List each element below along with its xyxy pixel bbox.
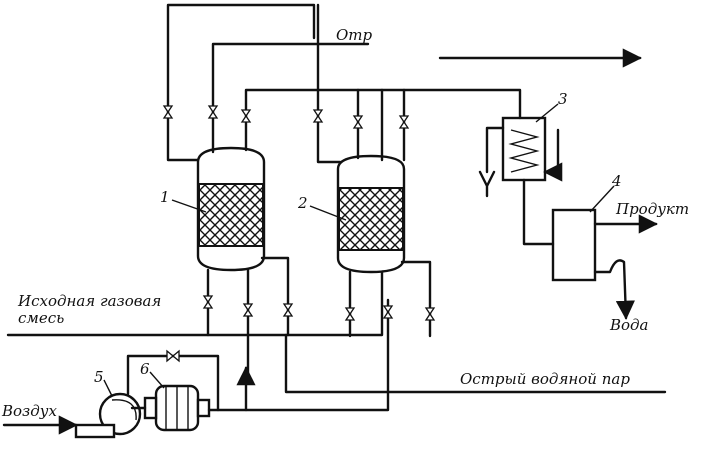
- valve-icon: [166, 349, 180, 363]
- number-4: 4: [611, 172, 622, 190]
- valve-icon: [240, 109, 252, 123]
- adsorbent-bed-1: [198, 183, 264, 247]
- label-otr: Отр: [336, 26, 373, 44]
- valve-icon: [424, 307, 436, 321]
- adsorber-1: [196, 146, 266, 272]
- valves: [162, 105, 436, 363]
- heater-6: [143, 384, 211, 432]
- number-3: 3: [558, 90, 568, 108]
- label-live-steam: Острый водяной пар: [460, 370, 630, 388]
- number-6: 6: [140, 360, 150, 378]
- label-feed-gas-1: Исходная газовая: [17, 292, 161, 310]
- adsorbent-bed-2: [338, 187, 404, 251]
- valve-icon: [242, 303, 254, 317]
- leader-lines: [103, 103, 615, 397]
- drain-icon: [478, 170, 496, 198]
- valve-icon: [382, 305, 394, 319]
- number-1: 1: [160, 188, 170, 206]
- adsorber-2: [336, 154, 406, 274]
- valve-icon: [282, 303, 294, 317]
- valve-icon: [398, 115, 410, 129]
- blower-5: [74, 392, 142, 439]
- separator-4: [551, 208, 597, 282]
- valve-icon: [162, 105, 174, 119]
- valve-icon: [352, 115, 364, 129]
- label-feed-gas-2: смесь: [18, 309, 64, 327]
- number-5: 5: [94, 368, 104, 386]
- condenser-3: [501, 116, 547, 182]
- valve-icon: [207, 105, 219, 119]
- number-2: 2: [297, 194, 308, 212]
- label-product: Продукт: [615, 200, 689, 218]
- label-air: Воздух: [1, 402, 57, 420]
- label-water: Вода: [609, 316, 649, 334]
- valve-icon: [312, 109, 324, 123]
- valve-icon: [344, 307, 356, 321]
- valve-icon: [202, 295, 214, 309]
- cooling-coil: [508, 129, 540, 173]
